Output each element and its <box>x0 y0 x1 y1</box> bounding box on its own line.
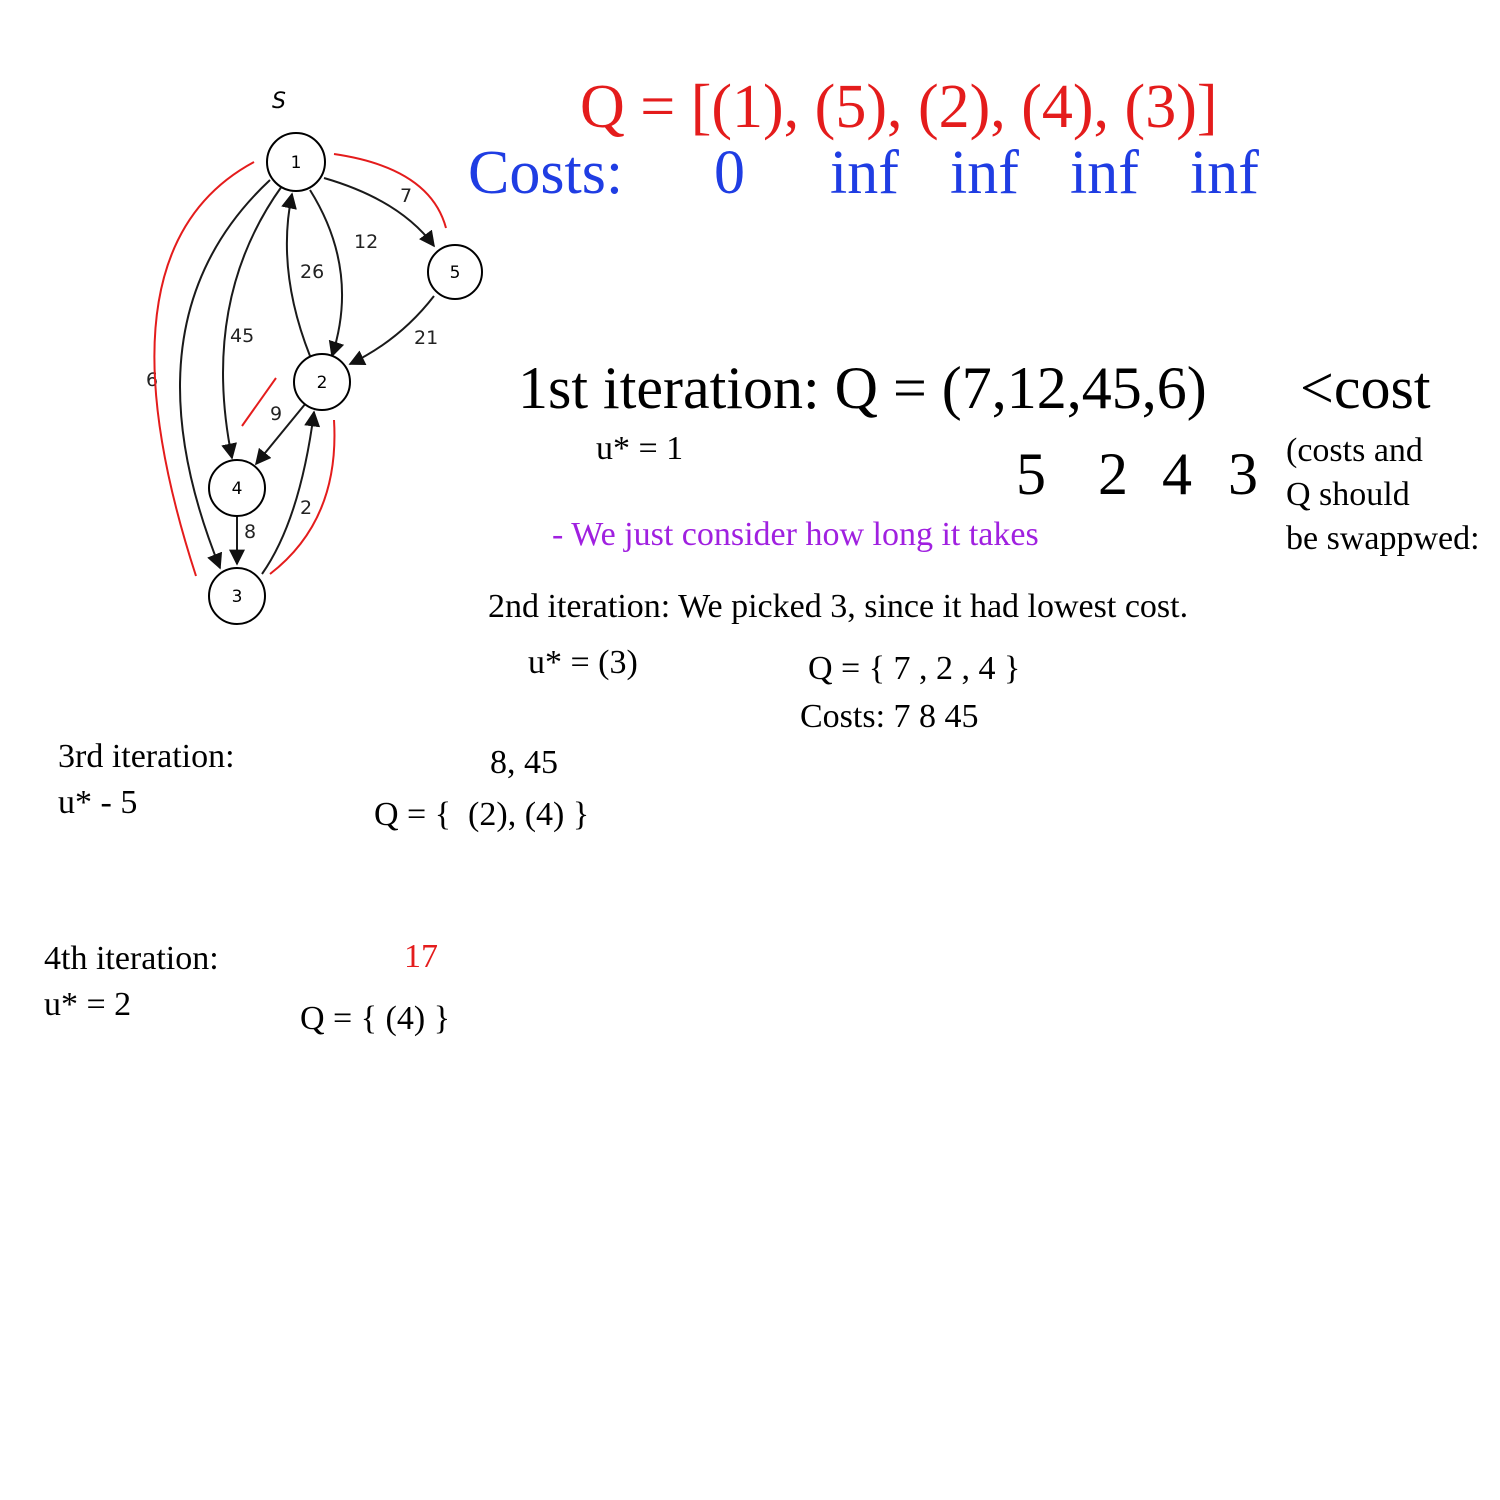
edge-5-2 <box>348 295 435 365</box>
iter1-node-3: 3 <box>1228 441 1258 507</box>
iter1-node-2: 2 <box>1098 441 1128 507</box>
svg-text:2: 2 <box>317 373 328 393</box>
cost-node-2: inf <box>950 139 1019 207</box>
iter4-queue: Q = { (4) } <box>300 1000 451 1037</box>
iter3-title: 3rd iteration: <box>58 738 235 775</box>
node-3: 3 <box>208 567 266 625</box>
svg-text:5: 5 <box>450 263 461 283</box>
edge-2-4 <box>254 402 307 466</box>
iter3-queue: Q = { (2), (4) } <box>374 796 590 833</box>
node-1: 1 <box>266 132 326 192</box>
iter1-note-line-3: be swappwed: <box>1286 522 1480 556</box>
svg-text:4: 4 <box>232 479 243 499</box>
cost-node-4: inf <box>1070 139 1139 207</box>
node-5: 5 <box>427 244 483 300</box>
node-4: 4 <box>208 459 266 517</box>
edge-1-5 <box>323 177 435 248</box>
weight-4-3: 8 <box>244 521 256 543</box>
red-mark-3-2 <box>269 419 336 575</box>
iter1-cost-note: <cost <box>1300 355 1431 421</box>
weight-2-4: 9 <box>270 403 282 425</box>
iter4-ustar: u* = 2 <box>44 986 132 1023</box>
red-mark-1-3 <box>153 161 255 577</box>
weight-2-1: 26 <box>300 261 324 283</box>
iter1-comment: - We just consider how long it takes <box>552 516 1039 553</box>
node-2: 2 <box>293 353 351 411</box>
weight-5-2: 21 <box>414 327 438 349</box>
edge-1-3 <box>179 179 271 570</box>
iter2-ustar: u* = (3) <box>528 644 638 681</box>
weight-1-5: 7 <box>400 185 412 207</box>
svg-text:1: 1 <box>291 153 302 173</box>
red-mark-1-5 <box>333 153 447 229</box>
edge-2-1 <box>281 192 311 357</box>
costs-label: Costs: <box>468 139 624 207</box>
edge-1-4 <box>221 185 283 460</box>
iter1-node-5: 5 <box>1016 441 1046 507</box>
iter3-costs: 8, 45 <box>490 744 558 781</box>
iter2-title: 2nd iteration: We picked 3, since it had… <box>488 588 1189 625</box>
iter2-costs: Costs: 7 8 45 <box>800 698 979 735</box>
iter1-ustar: u* = 1 <box>596 430 684 467</box>
edge-3-2 <box>261 410 321 575</box>
initial-queue: Q = [(1), (5), (2), (4), (3)] <box>580 73 1218 141</box>
weight-1-4: 45 <box>230 325 254 347</box>
iter1-note-line-2: Q should <box>1286 476 1410 513</box>
iter1-note-line-1: (costs and <box>1286 432 1423 469</box>
red-mark-2-4 <box>241 377 277 427</box>
edge-1-2 <box>309 189 345 358</box>
cost-node-3: inf <box>1190 139 1259 207</box>
iter2-queue: Q = { 7 , 2 , 4 } <box>808 650 1021 687</box>
iter3-ustar: u* - 5 <box>58 784 138 821</box>
source-label: S <box>272 89 286 114</box>
cost-node-1: 0 <box>714 139 745 207</box>
iter1-node-4: 4 <box>1162 441 1192 507</box>
iter4-cost: 17 <box>404 938 438 975</box>
iter4-title: 4th iteration: <box>44 940 219 977</box>
graph-diagram: S 7 12 26 45 6 21 9 8 2 1 5 2 4 3 <box>146 89 483 625</box>
weight-3-2: 2 <box>300 497 312 519</box>
svg-text:3: 3 <box>232 587 243 607</box>
weight-1-2: 12 <box>354 231 378 253</box>
cost-node-5: inf <box>830 139 899 207</box>
iter1-title: 1st iteration: Q = (7,12,45,6) <box>518 355 1207 421</box>
